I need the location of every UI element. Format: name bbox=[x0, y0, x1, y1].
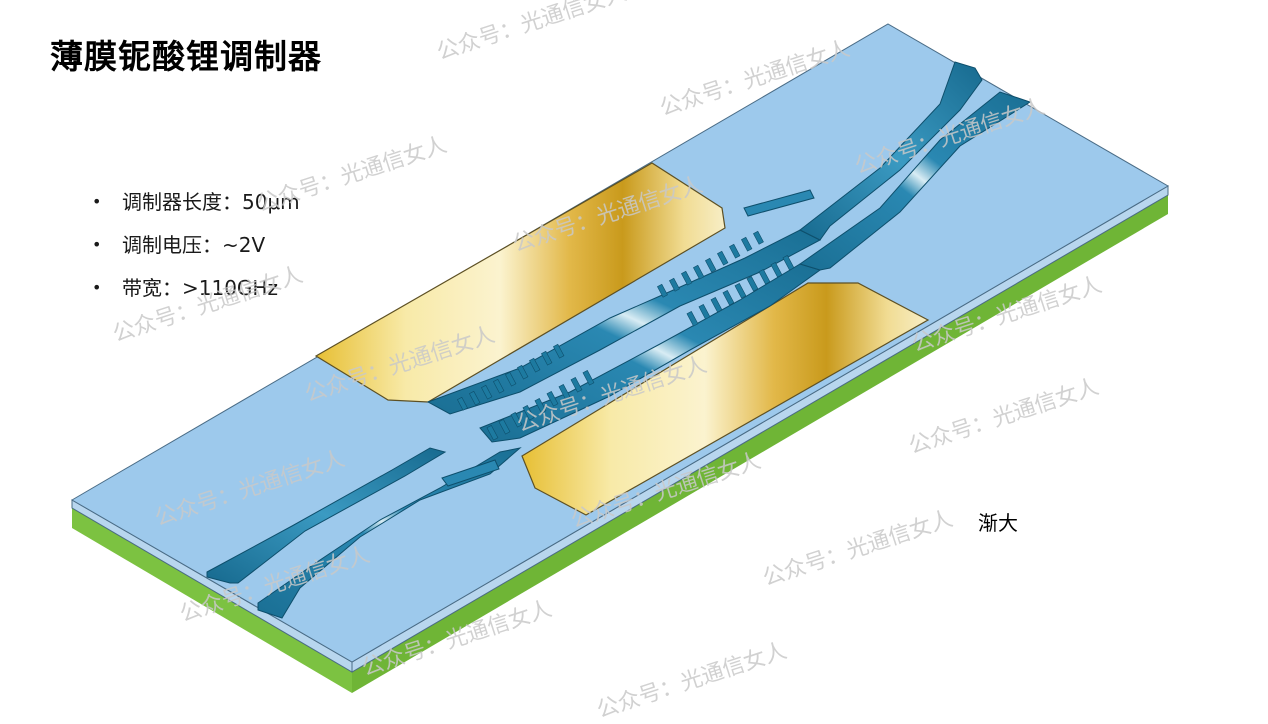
spec-voltage: 调制电压：~2V bbox=[122, 232, 266, 257]
electrode-lower bbox=[521, 282, 930, 516]
waveguides bbox=[206, 61, 1032, 619]
page-title: 薄膜铌酸锂调制器 bbox=[50, 37, 322, 76]
bullet-dot-icon: • bbox=[92, 234, 102, 254]
list-item: • 调制器长度：50μm bbox=[92, 180, 300, 223]
waveguide-stub-upper bbox=[743, 189, 815, 217]
base-layer-right bbox=[352, 195, 1168, 693]
bullet-dot-icon: • bbox=[92, 277, 102, 297]
waveguide-stub-lower bbox=[441, 459, 500, 487]
list-item: • 带宽：>110GHz bbox=[92, 266, 300, 309]
waveguide-output-right-a bbox=[799, 61, 983, 241]
electrode-upper bbox=[314, 162, 726, 403]
bullet-dot-icon: • bbox=[92, 191, 102, 211]
waveguide-input-left-a bbox=[206, 447, 447, 584]
segmented-electrode-teeth bbox=[457, 230, 795, 441]
base-layer-front bbox=[72, 508, 352, 693]
waveguide-output-right-b bbox=[798, 91, 1032, 271]
spec-length: 调制器长度：50μm bbox=[122, 189, 300, 214]
taper-label: 渐大 bbox=[978, 511, 1018, 535]
spec-bullet-list: • 调制器长度：50μm • 调制电压：~2V • 带宽：>110GHz bbox=[92, 180, 300, 309]
electrodes bbox=[314, 162, 930, 516]
list-item: • 调制电压：~2V bbox=[92, 223, 300, 266]
spec-bandwidth: 带宽：>110GHz bbox=[122, 275, 278, 300]
